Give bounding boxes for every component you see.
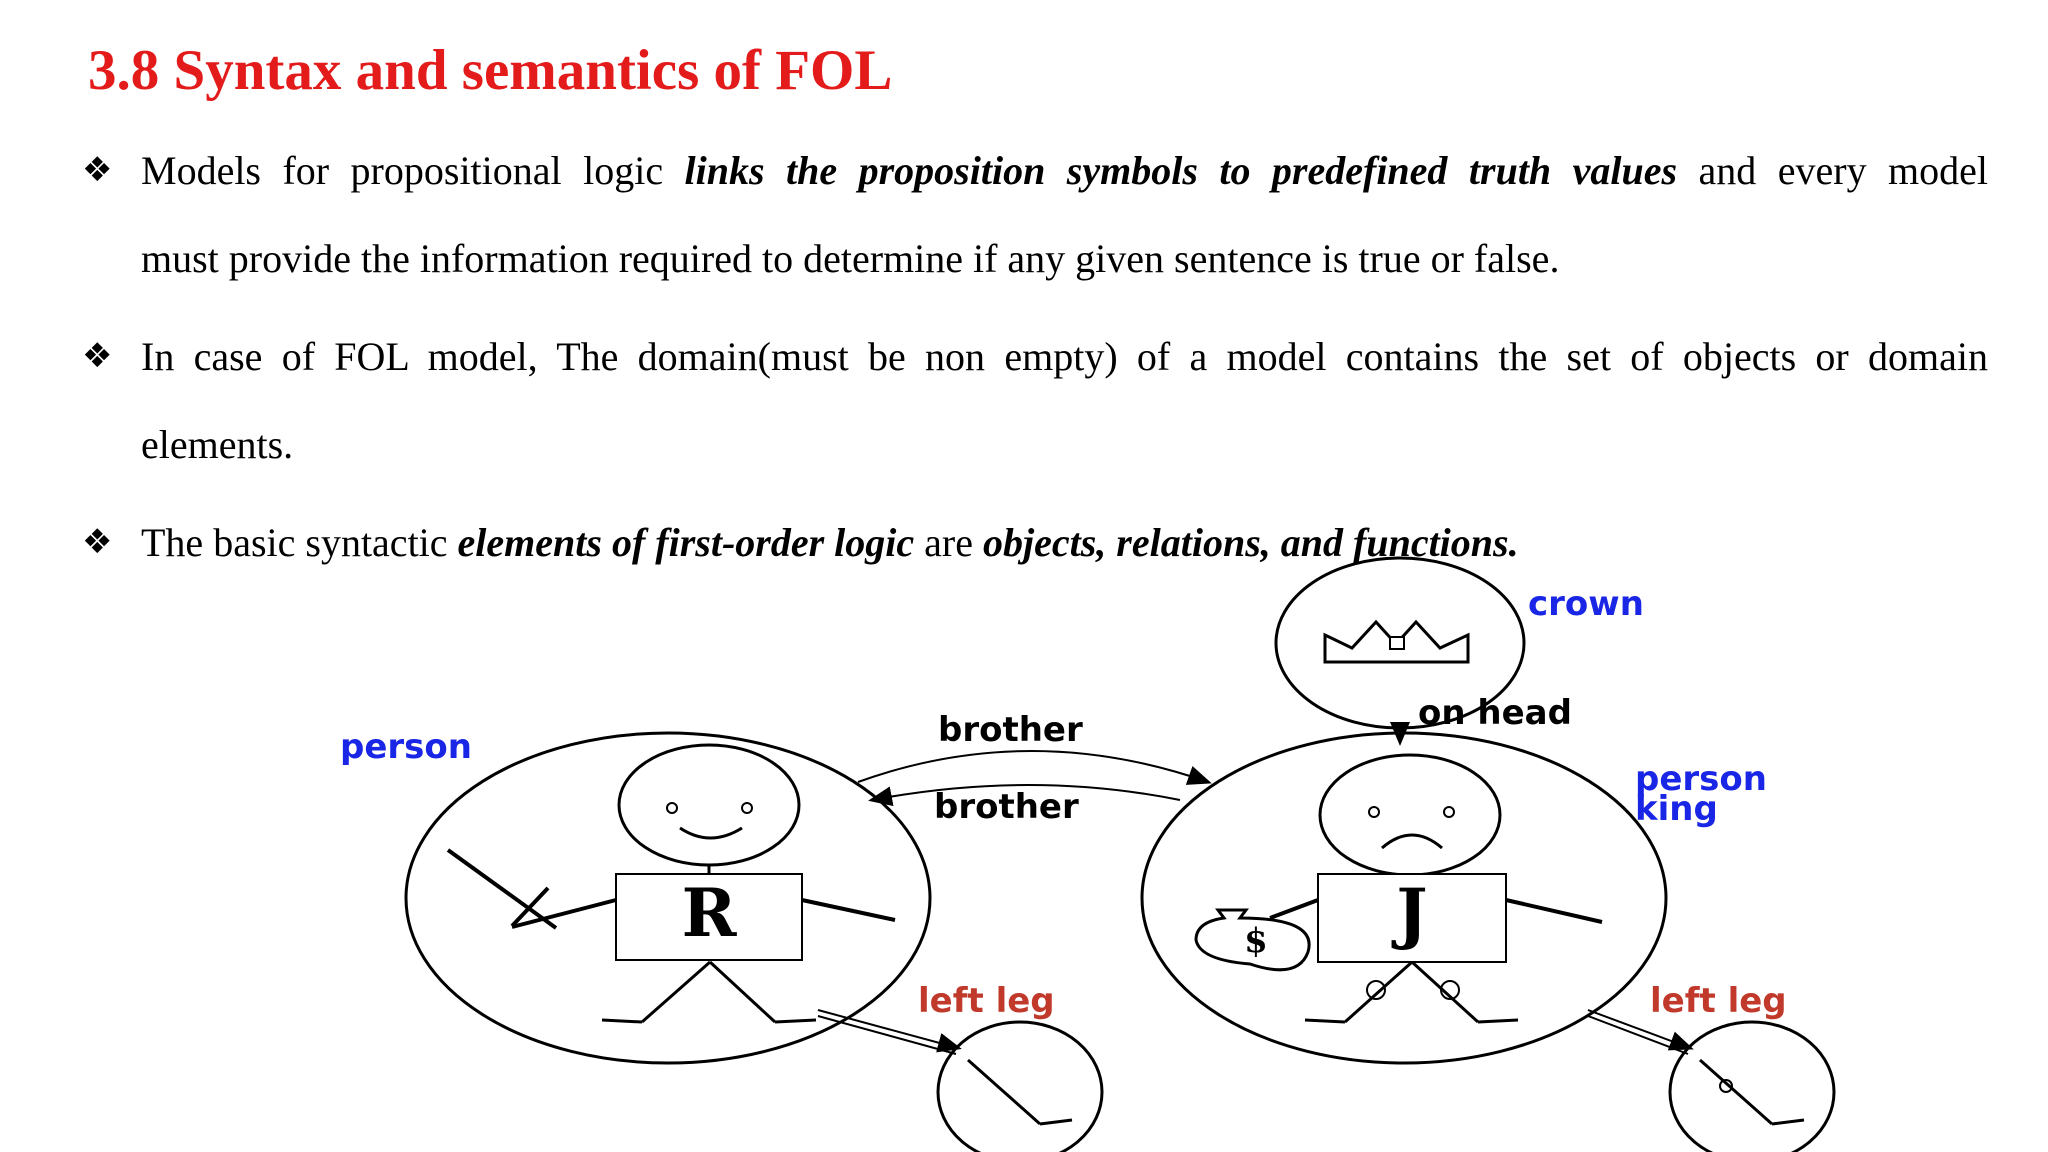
diamond-bullet-icon: ❖ [82,150,113,190]
left-leg-arrow [1587,1009,1694,1051]
brother-label-bottom: brother [934,787,1079,827]
left-leg-arrow [817,1009,962,1053]
right-person-label: person [1635,759,1767,799]
crown-label: crown [1528,584,1644,624]
left-leg-object-right [1668,1020,1836,1152]
text-run: Models for propositional logic [141,148,685,193]
page-title: 3.8 Syntax and semantics of FOL [88,39,893,102]
bullet-line: must provide the information required to… [141,236,1560,281]
left-person-label: person [340,727,472,767]
left-leg-label-left: left leg [918,981,1055,1021]
sword-icon [446,848,558,930]
bullet-text: The basic syntactic elements of first-or… [141,499,1988,587]
box-letter-r: R [682,874,738,952]
brother-label-top: brother [938,710,1083,750]
bullet-line: Models for propositional logic links the… [141,127,1988,215]
left-leg-label-right: left leg [1650,981,1787,1021]
text-run: and every model [1677,148,1989,193]
crown-icon [1323,619,1470,664]
emphasis-run: objects, relations, and functions. [982,520,1519,565]
text-run: In case of FOL model, The domain(must be… [141,334,1988,379]
sad-face-icon [1318,753,1502,877]
brother-arrow-bottom [868,784,1181,807]
bullet-text: Models for propositional logic links the… [141,127,1988,303]
bullet-line: elements. [141,422,294,467]
text-run: are [914,520,983,565]
money-bag-icon [1194,908,1311,972]
text-run: The basic syntactic [141,520,458,565]
right-king-label: king [1635,789,1718,829]
diamond-bullet-icon: ❖ [82,336,113,376]
emphasis-run: elements of first-order logic [457,520,915,565]
box-letter-j: J [1391,874,1427,952]
richard-object [404,731,932,1065]
diamond-bullet-icon: ❖ [82,522,113,562]
brother-arrow-top [857,750,1212,785]
money-symbol: $ [1244,921,1268,961]
bullet-line: In case of FOL model, The domain(must be… [141,313,1988,401]
emphasis-run: links the proposition symbols to predefi… [684,148,1678,193]
happy-face-icon [617,743,801,867]
bullet-text: In case of FOL model, The domain(must be… [141,313,1988,489]
john-object [1140,731,1668,1065]
left-leg-object-left [936,1020,1104,1152]
bullet-line: The basic syntactic elements of first-or… [141,499,1988,587]
on-head-label: on head [1418,693,1572,733]
